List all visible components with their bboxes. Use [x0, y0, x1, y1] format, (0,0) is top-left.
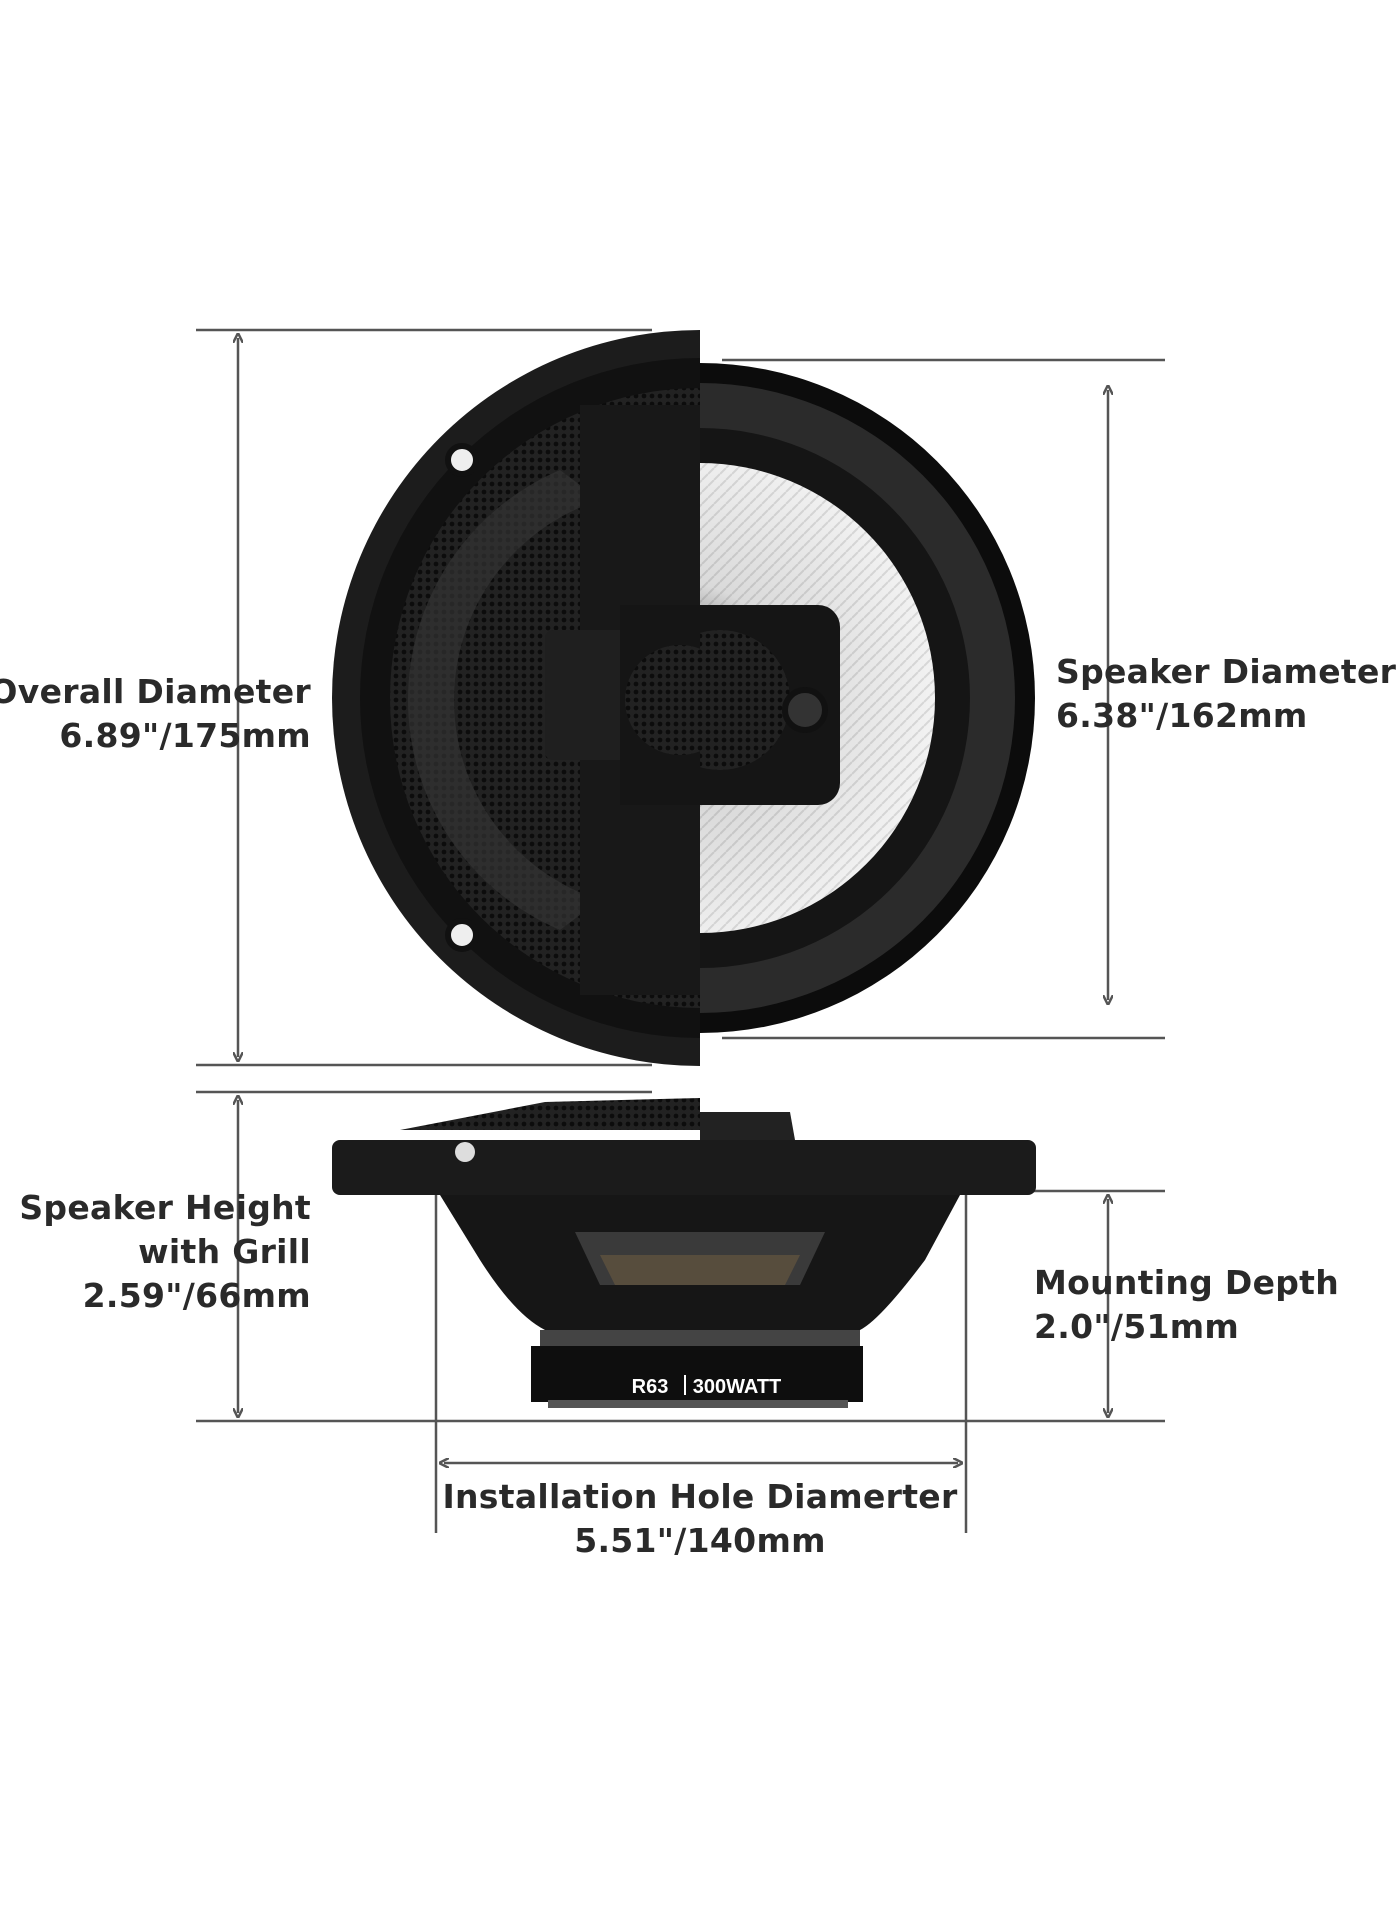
speaker-front-cone-half [700, 363, 1035, 1033]
model-label: R63 [632, 1376, 669, 1398]
speaker-diameter-label: Speaker Diameter 6.38"/162mm [1056, 650, 1396, 738]
mounting-depth-value: 2.0"/51mm [1034, 1307, 1240, 1346]
installation-hole-value: 5.51"/140mm [574, 1521, 826, 1560]
speaker-height-value: 2.59"/66mm [82, 1276, 311, 1315]
overall-diameter-label: Overall Diameter 6.89"/175mm [0, 670, 311, 758]
speaker-side-view [332, 1098, 1036, 1408]
overall-diameter-title: Overall Diameter [0, 672, 311, 711]
installation-hole-title: Installation Hole Diamerter [442, 1477, 958, 1516]
speaker-height-title: Speaker Height [19, 1188, 311, 1227]
mounting-depth-label: Mounting Depth 2.0"/51mm [1034, 1261, 1339, 1349]
speaker-front-grill-half [332, 330, 700, 1066]
power-label: 300WATT [693, 1376, 782, 1398]
speaker-diameter-value: 6.38"/162mm [1056, 696, 1308, 735]
overall-diameter-value: 6.89"/175mm [59, 716, 311, 755]
speaker-height-subtitle: with Grill [138, 1232, 311, 1271]
speaker-diameter-title: Speaker Diameter [1056, 652, 1397, 691]
speaker-height-label: Speaker Height with Grill 2.59"/66mm [19, 1186, 311, 1318]
mounting-depth-title: Mounting Depth [1034, 1263, 1340, 1302]
installation-hole-label: Installation Hole Diamerter 5.51"/140mm [400, 1475, 1000, 1563]
